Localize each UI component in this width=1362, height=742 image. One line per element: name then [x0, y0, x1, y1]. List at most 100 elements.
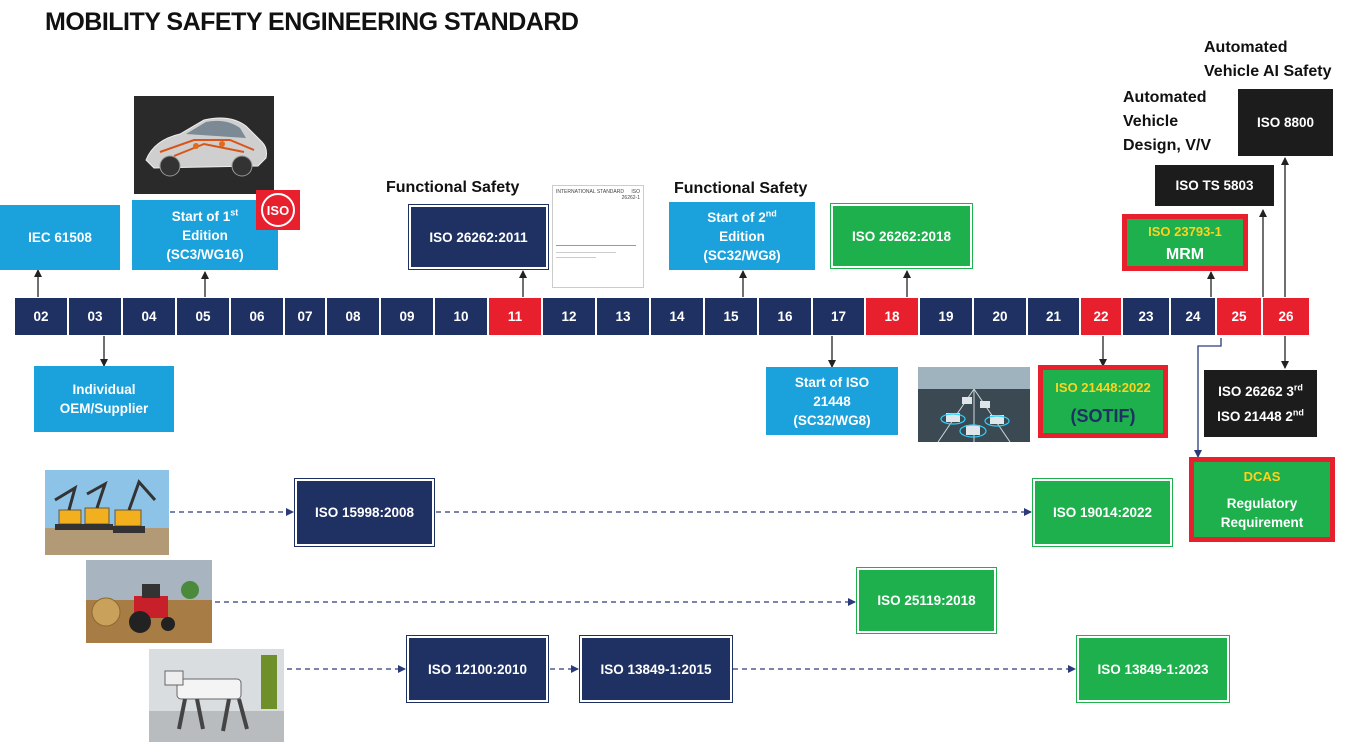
doc-rule	[556, 252, 616, 253]
heading-line: Design, V/V	[1123, 137, 1212, 154]
box-label: ISO 15998:2008	[314, 505, 415, 520]
timeline-year-26: 26	[1263, 298, 1309, 335]
box-iso-12100-2010: ISO 12100:2010	[406, 635, 549, 703]
box-label: ISO 26262:2018	[851, 228, 952, 244]
timeline-year-24: 24	[1171, 298, 1215, 335]
superscript: st	[230, 207, 239, 217]
tractor-image	[86, 560, 212, 643]
box-label: ISO 8800	[1256, 115, 1315, 130]
box-iec-61508: IEC 61508	[0, 205, 120, 270]
box-label: MRM	[1165, 245, 1205, 263]
timeline-year-25: 25	[1217, 298, 1261, 335]
box-label: Requirement	[1220, 515, 1304, 530]
heading-automated-vehicle-ai-safety: Automated Vehicle AI Safety	[1204, 36, 1331, 84]
box-label: (SC3/WG16)	[166, 246, 244, 262]
excavator-image	[45, 470, 169, 555]
box-start-of-2nd-edition: Start of 2nd Edition (SC32/WG8)	[669, 202, 815, 270]
box-label: ISO 19014:2022	[1052, 505, 1153, 520]
box-label: Start of 2	[707, 209, 766, 225]
autonomous-driving-image	[918, 367, 1030, 442]
box-label: ISO 21448 2	[1217, 408, 1293, 424]
box-iso-ts-5803: ISO TS 5803	[1155, 165, 1274, 206]
timeline-year-12: 12	[543, 298, 595, 335]
heading-line: Automated	[1123, 89, 1207, 106]
timeline-year-07: 07	[285, 298, 325, 335]
timeline-year-17: 17	[813, 298, 864, 335]
box-label: OEM/Supplier	[59, 401, 149, 416]
heading-line: Vehicle AI Safety	[1204, 63, 1332, 80]
box-iso-13849-1-2015: ISO 13849-1:2015	[579, 635, 733, 703]
timeline-year-10: 10	[435, 298, 487, 335]
box-iso-26262-2018: ISO 26262:2018	[830, 203, 973, 269]
box-label: Individual	[72, 382, 136, 397]
iso-document-thumbnail: INTERNATIONAL STANDARD ISO 26262-1	[552, 185, 644, 288]
box-dcas-regulatory-requirement: DCAS Regulatory Requirement	[1189, 457, 1335, 542]
box-label: ISO 21448:2022	[1055, 379, 1151, 395]
box-label: IEC 61508	[28, 230, 92, 245]
timeline-year-03: 03	[69, 298, 121, 335]
box-label: (SC32/WG8)	[793, 412, 871, 428]
quadruped-robot-image	[149, 649, 284, 742]
excavator-image	[45, 470, 169, 555]
doc-number: 26262-1	[621, 195, 640, 201]
timeline-year-09: 09	[381, 298, 433, 335]
box-individual-oem-supplier: Individual OEM/Supplier	[34, 366, 174, 432]
box-label: Start of ISO	[794, 374, 870, 390]
box-start-of-iso-21448: Start of ISO 21448 (SC32/WG8)	[766, 367, 898, 435]
car-wiring-image	[134, 96, 274, 194]
timeline-year-20: 20	[974, 298, 1026, 335]
heading-functional-safety-2: Functional Safety	[674, 180, 808, 197]
timeline-year-13: 13	[597, 298, 649, 335]
quadruped-robot-image	[149, 649, 284, 742]
doc-rule	[556, 257, 596, 258]
box-iso-26262-3rd-21448-2nd: ISO 26262 3rd ISO 21448 2nd	[1204, 370, 1317, 437]
heading-functional-safety-1: Functional Safety	[386, 179, 520, 196]
timeline-year-02: 02	[15, 298, 67, 335]
box-label: Start of 1	[171, 208, 231, 224]
box-iso-8800: ISO 8800	[1238, 89, 1333, 156]
box-label: Edition	[182, 227, 228, 243]
box-label: ISO 12100:2010	[427, 661, 528, 677]
car-wiring-image	[134, 96, 274, 194]
box-label: DCAS	[1243, 469, 1281, 484]
heading-line: Vehicle	[1123, 113, 1179, 130]
timeline-year-08: 08	[327, 298, 379, 335]
box-label: ISO 23793-1	[1148, 223, 1222, 239]
heading-line: Automated	[1204, 39, 1288, 56]
iso-logo-circle: ISO	[261, 193, 295, 227]
box-label: ISO 13849-1:2015	[600, 661, 712, 677]
timeline-year-15: 15	[705, 298, 757, 335]
box-label: ISO 26262 3	[1218, 383, 1294, 399]
heading-automated-vehicle-design: Automated Vehicle Design, V/V	[1123, 86, 1211, 158]
box-iso-21448-sotif: ISO 21448:2022 (SOTIF)	[1038, 365, 1168, 438]
box-start-of-1st-edition: Start of 1st Edition (SC3/WG16)	[132, 200, 278, 270]
timeline-year-14: 14	[651, 298, 703, 335]
box-label: (SOTIF)	[1070, 405, 1136, 426]
box-iso-23793-mrm: ISO 23793-1 MRM	[1122, 214, 1248, 271]
timeline-year-23: 23	[1123, 298, 1169, 335]
timeline-year-05: 05	[177, 298, 229, 335]
timeline-year-22: 22	[1081, 298, 1121, 335]
doc-rule	[556, 245, 636, 246]
timeline-year-16: 16	[759, 298, 811, 335]
timeline-year-19: 19	[920, 298, 972, 335]
page-title: MOBILITY SAFETY ENGINEERING STANDARD	[45, 8, 579, 36]
doc-header: INTERNATIONAL STANDARD ISO	[556, 189, 640, 195]
tractor-image	[86, 560, 212, 643]
timeline-year-18: 18	[866, 298, 918, 335]
doc-text: ISO	[631, 189, 640, 195]
box-iso-19014-2022: ISO 19014:2022	[1032, 478, 1173, 547]
box-label: 21448	[813, 393, 851, 409]
box-iso-26262-2011: ISO 26262:2011	[408, 204, 549, 270]
box-label: Regulatory	[1226, 496, 1298, 511]
box-label: ISO TS 5803	[1175, 178, 1254, 193]
timeline-year-04: 04	[123, 298, 175, 335]
timeline-year-21: 21	[1028, 298, 1079, 335]
iso-logo: ISO	[256, 190, 300, 230]
doc-text: INTERNATIONAL STANDARD	[556, 189, 624, 195]
box-label: ISO 26262:2011	[429, 229, 528, 245]
autonomous-driving-image	[918, 367, 1030, 442]
timeline-year-06: 06	[231, 298, 283, 335]
superscript: nd	[1292, 407, 1304, 417]
